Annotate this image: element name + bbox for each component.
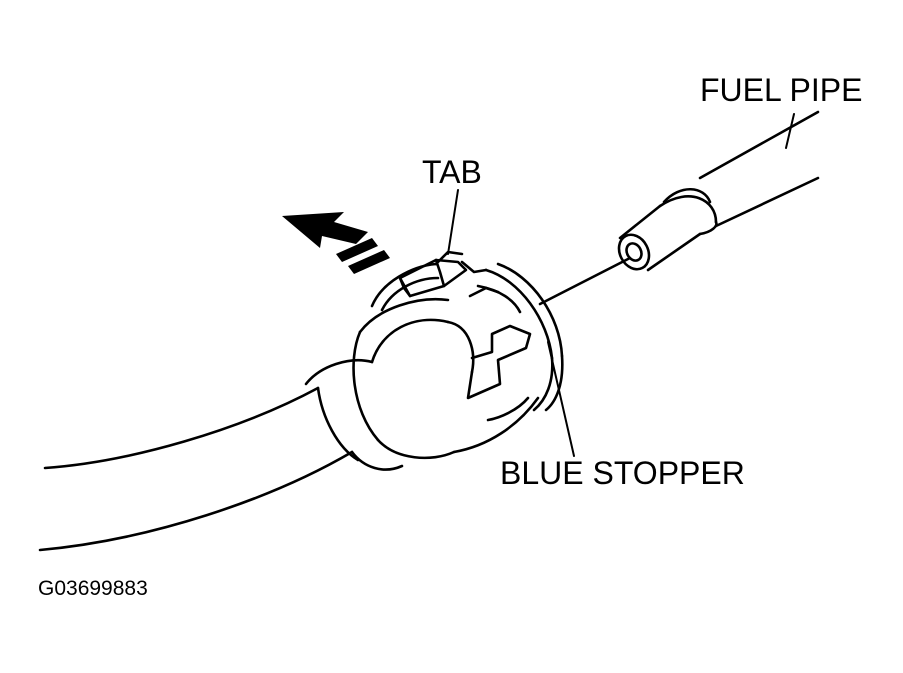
figure-code: G03699883 (38, 577, 148, 600)
leader-lines (447, 113, 795, 457)
tab-label: TAB (422, 154, 482, 190)
push-direction-arrow (282, 212, 390, 274)
fuel-hose (38, 386, 354, 552)
quick-connector (304, 250, 632, 471)
fuel-pipe-label: FUEL PIPE (700, 72, 863, 108)
fuel-pipe (617, 110, 820, 272)
blue-stopper-label: BLUE STOPPER (500, 455, 745, 491)
